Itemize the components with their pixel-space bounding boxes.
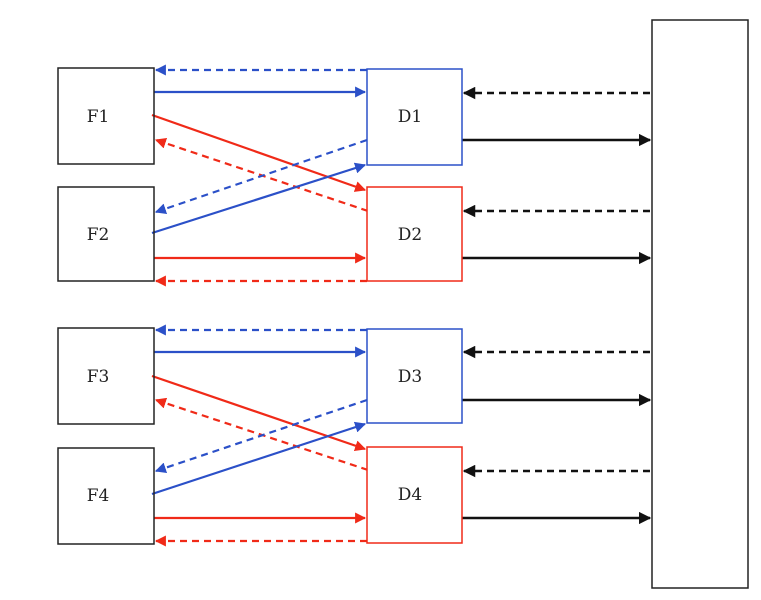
factory-node-f2: F2 xyxy=(57,186,155,282)
flow-arrow-d3-to-f4 xyxy=(154,398,368,474)
distributor-node-d3: D3 xyxy=(366,328,463,424)
flow-arrow-f2-to-d1 xyxy=(151,162,367,235)
distributor-label: D1 xyxy=(398,107,422,127)
factory-node-f1: F1 xyxy=(57,67,155,165)
factory-label: F1 xyxy=(87,107,110,127)
distributor-node-d2: D2 xyxy=(366,186,463,282)
factory-node-f3: F3 xyxy=(57,327,155,425)
flow-arrow-f4-to-d3 xyxy=(151,421,367,496)
distributor-label: D2 xyxy=(398,225,422,245)
factory-label: F3 xyxy=(87,367,110,387)
distributor-node-d1: D1 xyxy=(366,68,463,166)
factory-label: F4 xyxy=(87,486,110,506)
factory-node-f4: F4 xyxy=(57,447,155,545)
flow-arrow-f3-to-d4 xyxy=(151,374,367,451)
flow-arrows xyxy=(151,64,652,547)
wholesalers-node: GROUPOFWHOLESALERS xyxy=(651,19,749,589)
distributor-label: D3 xyxy=(398,367,422,387)
distributor-node-d4: D4 xyxy=(366,446,463,544)
factory-label: F2 xyxy=(87,225,110,245)
flow-arrow-d1-to-f2 xyxy=(154,138,368,215)
distributor-label: D4 xyxy=(398,485,422,505)
flow-arrow-f1-to-d2 xyxy=(151,113,367,192)
